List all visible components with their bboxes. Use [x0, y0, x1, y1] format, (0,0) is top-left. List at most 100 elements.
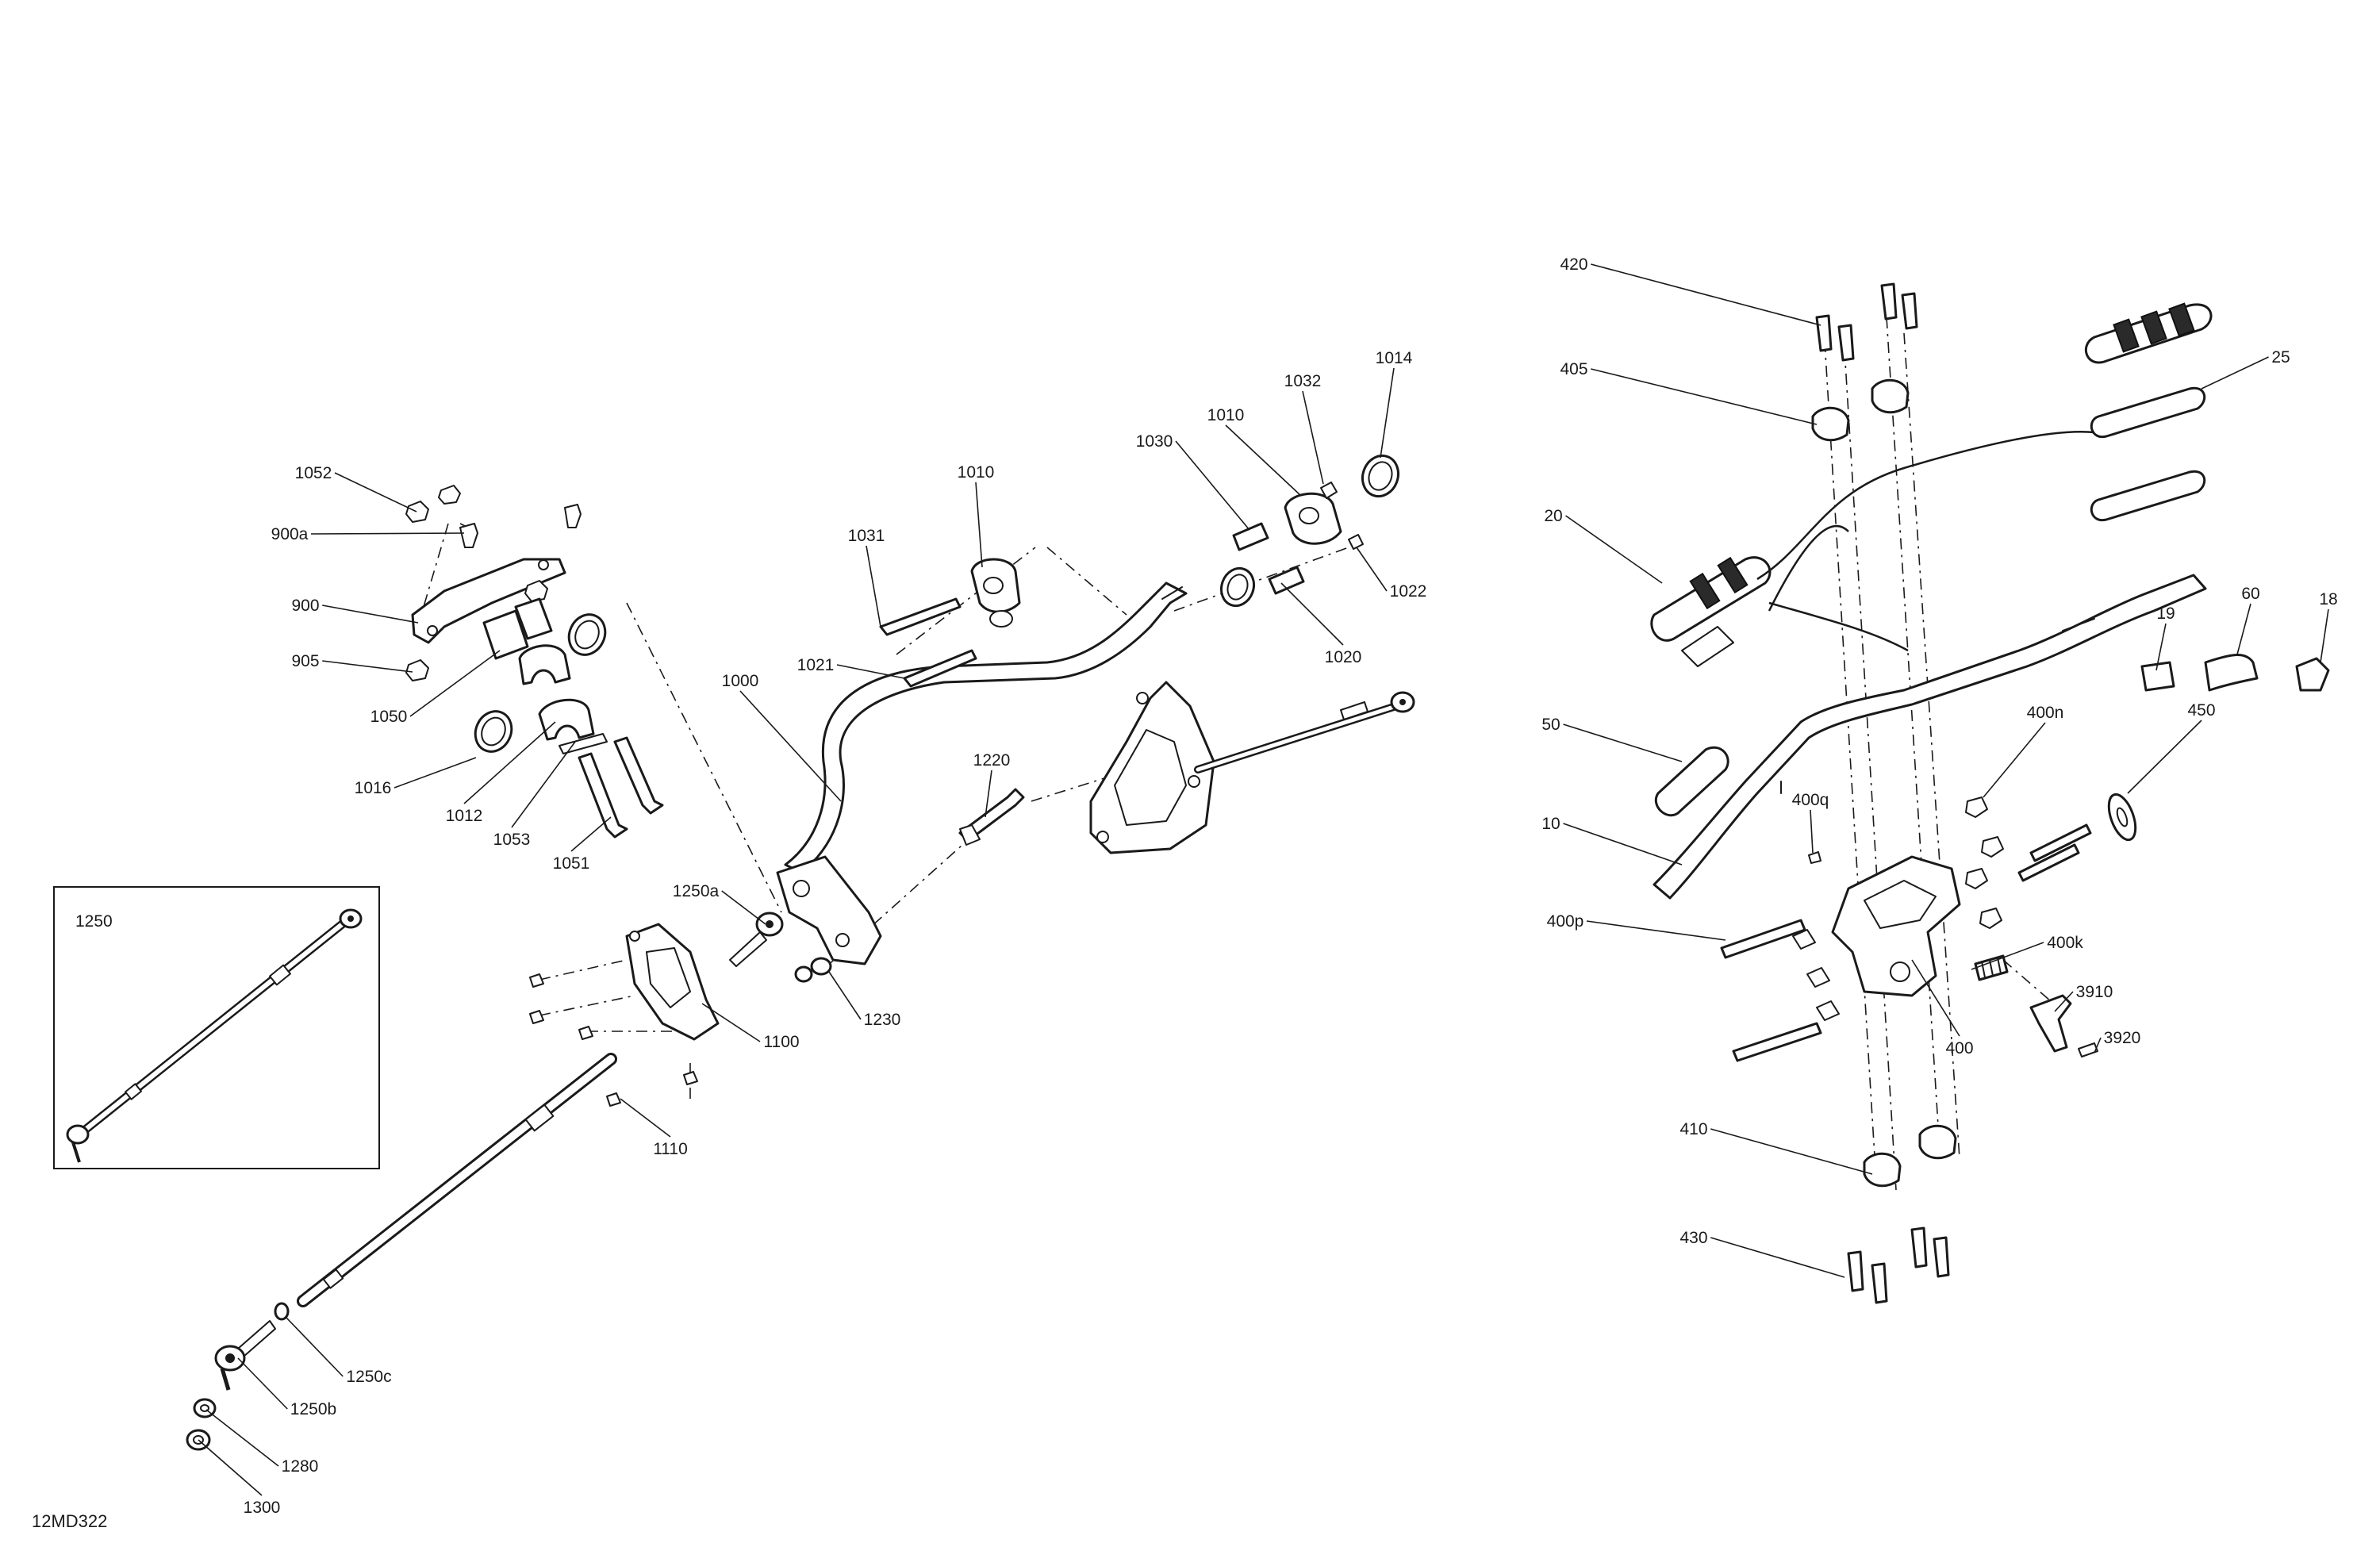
- callout-text: 1050: [370, 708, 408, 726]
- leader-line: [985, 770, 992, 818]
- callout-3910: 3910: [2054, 983, 2113, 1012]
- screw-1110-d: [683, 1071, 698, 1085]
- callout-19: 19: [2155, 605, 2175, 671]
- leader-line: [310, 532, 465, 535]
- riser-400: [1831, 855, 1961, 997]
- callout-text: 1010: [958, 463, 995, 482]
- callout-text: 1220: [973, 751, 1011, 770]
- sleeve-left: [1681, 626, 1734, 667]
- callout-400p: 400p: [1547, 912, 1726, 941]
- callout-labels: 1052900a90090510501016101210531051103110…: [198, 255, 2338, 1517]
- callout-400: 400: [1911, 959, 1974, 1057]
- callout-text: 10: [1541, 815, 1560, 833]
- leader-line: [866, 545, 881, 628]
- callout-420: 420: [1560, 255, 1821, 326]
- callout-1016: 1016: [355, 757, 477, 797]
- callout-text: 400q: [1792, 791, 1829, 809]
- nut-905: [405, 659, 429, 681]
- callout-1300: 1300: [198, 1439, 281, 1517]
- leader-line: [393, 757, 477, 789]
- nut-905-b: [524, 580, 548, 602]
- callout-text: 1000: [722, 672, 759, 690]
- leader-line: [205, 1409, 279, 1467]
- leader-line: [1302, 390, 1324, 485]
- bolt-420-c: [1880, 282, 1898, 320]
- callout-400n: 400n: [1983, 704, 2063, 798]
- callout-450: 450: [2127, 701, 2216, 794]
- callout-1050: 1050: [370, 650, 501, 726]
- callout-1280: 1280: [205, 1409, 318, 1476]
- steering-shaft-1000: [784, 582, 1188, 874]
- callout-text: 1250b: [290, 1400, 336, 1418]
- nut-400n-d: [1979, 908, 2002, 929]
- callout-400q: 400q: [1792, 791, 1829, 854]
- screw-1110-c: [578, 1026, 593, 1040]
- lever-3910: [2029, 994, 2072, 1053]
- leader-line: [1280, 582, 1344, 646]
- drawing-code: 12MD322: [32, 1511, 107, 1531]
- sleeve-1020: [1268, 566, 1305, 595]
- leader-line: [1710, 1128, 1873, 1175]
- leader-line: [409, 650, 501, 717]
- callout-text: 1110: [653, 1140, 688, 1158]
- callout-1031: 1031: [848, 527, 885, 628]
- leader-line: [334, 472, 417, 512]
- leader-line: [2155, 623, 2167, 671]
- screw-1110-a: [529, 973, 544, 988]
- callout-20: 20: [1544, 507, 1663, 584]
- callout-text: 1230: [864, 1011, 901, 1029]
- callout-905: 905: [291, 652, 413, 673]
- grip-sleeve-25: [2090, 386, 2206, 439]
- leader-line: [975, 482, 983, 568]
- steering-column-assembly: [186, 454, 1415, 1451]
- nut-1052-b: [438, 485, 461, 505]
- bolt-900a-b: [564, 504, 582, 528]
- nut-1052-a: [405, 501, 429, 523]
- bolt-420-a: [1815, 314, 1833, 352]
- callout-3920: 3920: [2094, 1029, 2140, 1054]
- callout-25: 25: [2201, 348, 2290, 390]
- bolt-420-d: [1901, 292, 1918, 330]
- leader-line: [322, 605, 419, 624]
- callout-text: 19: [2156, 605, 2175, 623]
- callout-text: 1053: [493, 831, 531, 849]
- callout-60: 60: [2236, 585, 2260, 655]
- callout-text: 405: [1560, 360, 1587, 378]
- callout-text: 1021: [797, 656, 835, 674]
- leader-line: [1225, 424, 1302, 497]
- leader-line: [1810, 809, 1814, 854]
- callout-1010b: 1010: [1207, 406, 1302, 497]
- leader-line: [1911, 959, 1960, 1037]
- bolt-riser-b: [2017, 843, 2080, 882]
- leader-line: [237, 1357, 288, 1410]
- leader-line: [828, 971, 862, 1020]
- washer-1230: [810, 957, 832, 976]
- callout-1220: 1220: [973, 751, 1011, 818]
- bolt-430-a: [1847, 1250, 1864, 1292]
- callout-text: 18: [2319, 590, 2337, 608]
- callout-text: 25: [2271, 348, 2290, 367]
- callout-text: 3910: [2076, 983, 2113, 1001]
- clamp-410-b: [1918, 1124, 1957, 1160]
- callout-1022: 1022: [1356, 547, 1426, 601]
- leader-line: [2054, 991, 2074, 1012]
- callout-text: 905: [291, 652, 319, 670]
- inset-frame: [53, 886, 380, 1169]
- leader-line: [836, 664, 905, 679]
- leader-line: [2201, 356, 2269, 390]
- callout-text: 900: [291, 597, 319, 615]
- leader-line: [1591, 368, 1818, 425]
- callout-text: 1300: [244, 1499, 281, 1517]
- bolt-1031: [879, 597, 962, 636]
- clamp-half-upper: [518, 644, 571, 685]
- callout-text: 1030: [1136, 432, 1173, 451]
- leader-line: [463, 721, 556, 804]
- heated-grip-wire: [1756, 431, 2095, 581]
- bolt-420-b: [1837, 324, 1855, 362]
- callout-1030: 1030: [1136, 432, 1250, 531]
- column-bracket: [776, 855, 882, 965]
- callout-text: 1032: [1284, 372, 1322, 390]
- callout-text: 1016: [355, 779, 392, 797]
- callout-1230: 1230: [828, 971, 901, 1029]
